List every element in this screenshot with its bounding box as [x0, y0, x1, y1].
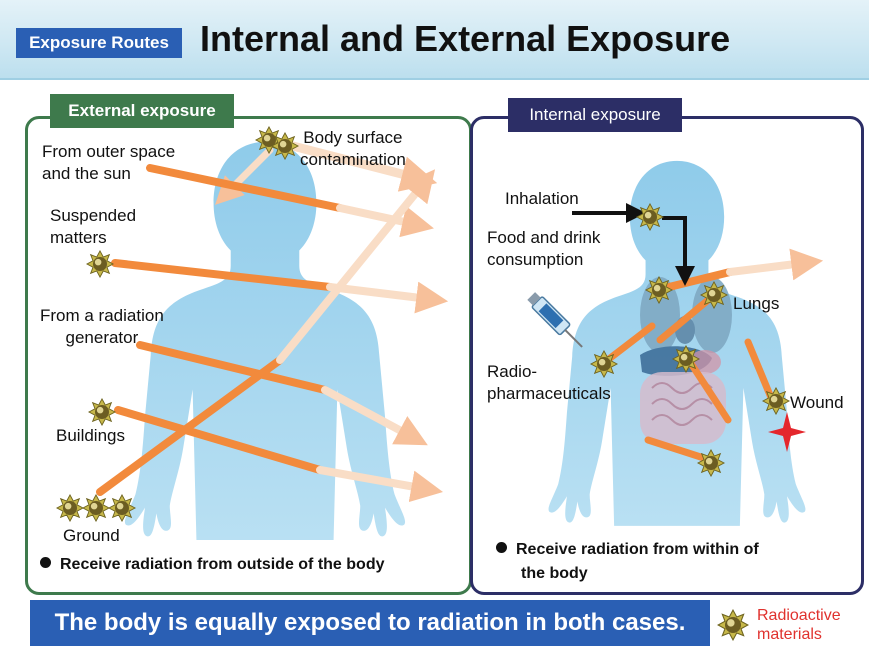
internal-note: Receive radiation from within of the bod…: [496, 538, 759, 586]
bullet-icon: [40, 557, 51, 568]
label-lungs: Lungs: [733, 293, 779, 315]
external-note: Receive radiation from outside of the bo…: [40, 553, 385, 577]
label-buildings: Buildings: [56, 425, 125, 447]
conclusion-banner: The body is equally exposed to radiation…: [30, 600, 710, 646]
external-exposure-tag: External exposure: [50, 94, 234, 128]
label-radiopharmaceuticals: Radio-pharmaceuticals: [487, 361, 611, 405]
label-ground: Ground: [63, 525, 120, 547]
internal-body-silhouette: [549, 161, 806, 526]
radioactive-material-icon: [718, 610, 748, 640]
label-wound: Wound: [790, 392, 844, 414]
label-inhalation: Inhalation: [505, 188, 579, 210]
internal-exposure-tag: Internal exposure: [508, 98, 682, 132]
syringe-icon: [526, 291, 588, 353]
bullet-icon: [496, 542, 507, 553]
